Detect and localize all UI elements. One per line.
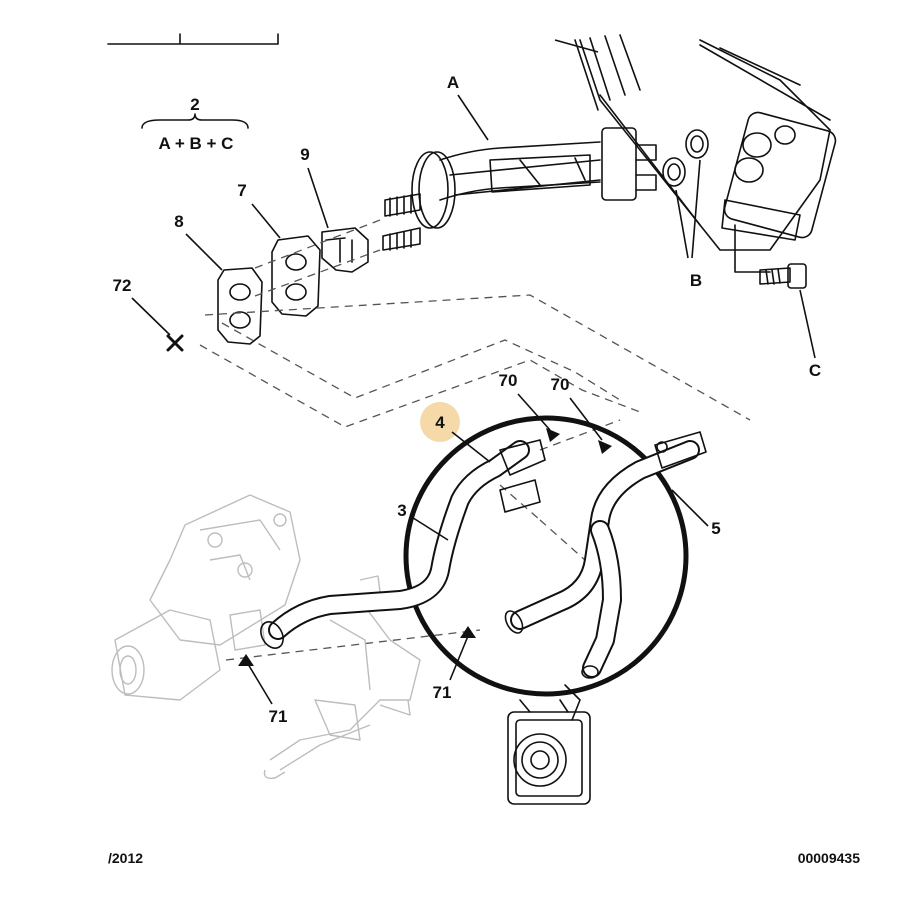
leader-a: [457, 94, 489, 141]
label-70-left: 70: [499, 371, 518, 390]
footer-code: 00009435: [798, 850, 861, 866]
leader-c: [799, 289, 816, 359]
group-brace: [141, 113, 249, 129]
label-2: 2: [190, 95, 199, 114]
highlight-ring: [403, 415, 689, 697]
leader-5: [671, 489, 709, 527]
engine-housing: [111, 494, 421, 780]
leader-3: [409, 515, 449, 541]
label-a-b-c: A + B + C: [159, 134, 234, 153]
label-a: A: [447, 73, 459, 92]
label-71-left: 71: [269, 707, 288, 726]
label-70-right: 70: [551, 375, 570, 394]
leader-9: [307, 167, 329, 229]
label-b: B: [690, 271, 702, 290]
hose-4: [260, 439, 546, 649]
gasket-7: [271, 235, 321, 317]
label-8: 8: [174, 212, 183, 231]
leader-7: [251, 203, 281, 239]
leader-70-right: [569, 397, 603, 441]
top-bracket-line: [107, 33, 279, 45]
leader-b: [675, 159, 701, 259]
leader-72: [131, 297, 171, 336]
leader-70-left: [517, 393, 551, 431]
label-5: 5: [711, 519, 720, 538]
matrix-leader: [554, 39, 599, 53]
heater-matrix: [574, 34, 837, 273]
label-72: 72: [113, 276, 132, 295]
leader-8: [185, 233, 223, 271]
screw-c: [759, 263, 807, 289]
leader-71-right: [449, 635, 469, 681]
arrow-71-right: [460, 626, 476, 638]
leader-71-left: [247, 663, 273, 705]
alignment-dashed-lines: [199, 219, 751, 661]
gasket-8: [217, 267, 263, 345]
o-rings-b: [662, 129, 709, 187]
oil-cooler: [507, 684, 591, 805]
arrow-70-left: [546, 428, 560, 442]
pipe-assembly-a: [382, 127, 657, 251]
clip-9: [321, 227, 369, 273]
label-3: 3: [397, 501, 406, 520]
label-9: 9: [300, 145, 309, 164]
label-c: C: [809, 361, 821, 380]
leader-4: [451, 431, 491, 463]
cross-marker-72: [166, 334, 184, 352]
footer-date: /2012: [108, 850, 143, 866]
label-7: 7: [237, 181, 246, 200]
arrow-71-left: [238, 654, 254, 666]
highlight-badge: [420, 402, 460, 442]
arrow-70-right: [598, 440, 612, 454]
hose-5: [504, 431, 707, 679]
label-71-right: 71: [433, 683, 452, 702]
label-4: 4: [435, 413, 445, 432]
